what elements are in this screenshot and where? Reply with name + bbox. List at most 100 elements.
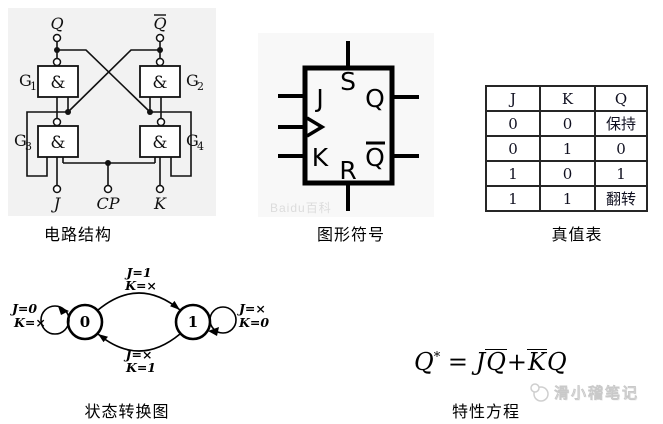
terminal-j bbox=[52, 184, 62, 194]
junction-g1-input bbox=[65, 109, 71, 115]
truth-table-cell: 0 bbox=[485, 110, 541, 137]
cp-input-label: CP bbox=[96, 194, 119, 213]
bubble-g2-out bbox=[155, 57, 165, 67]
symbol-k: K bbox=[312, 143, 329, 172]
symbol-body bbox=[302, 65, 395, 186]
characteristic-equation: Q* = JQ+KQ bbox=[414, 348, 567, 376]
bottom-condition-line1: J=× bbox=[124, 347, 153, 362]
g2-amp: & bbox=[152, 73, 167, 93]
site-watermark-logo-icon bbox=[530, 383, 549, 402]
gate-g1-box bbox=[37, 65, 79, 98]
g4-label: G bbox=[186, 131, 199, 150]
truth-table-header-k: K bbox=[539, 85, 596, 112]
wire-feedback-left bbox=[26, 111, 68, 177]
truth-table-row: 0 1 0 bbox=[485, 135, 648, 162]
arrowhead-self-0 bbox=[58, 306, 69, 315]
self0-condition-line1: J=0 bbox=[10, 301, 37, 316]
equation-caption: 特性方程 bbox=[451, 404, 520, 421]
truth-table-cell: 1 bbox=[594, 160, 648, 187]
bubble-g1-out bbox=[52, 57, 62, 67]
terminal-cp bbox=[103, 184, 113, 194]
truth-table-caption: 真值表 bbox=[551, 227, 603, 244]
circuit-structure-diagram: & & & & G 1 G 2 G 3 G 4 Q Q J CP K bbox=[8, 8, 216, 216]
truth-table-row: 1 0 1 bbox=[485, 160, 648, 187]
terminal-k bbox=[155, 184, 165, 194]
junction-g2-input bbox=[147, 109, 153, 115]
truth-table-cell: 0 bbox=[539, 160, 596, 187]
k-input-label: K bbox=[153, 194, 167, 213]
top-condition-line1: J=1 bbox=[124, 265, 151, 280]
g1-label: G bbox=[19, 71, 32, 90]
self0-condition-line2: K=× bbox=[13, 315, 46, 330]
truth-table-header-q: Q bbox=[594, 85, 648, 112]
g3-amp: & bbox=[50, 133, 65, 153]
eq-lhs: Q bbox=[414, 348, 434, 376]
gate-g3-box bbox=[37, 125, 79, 158]
eq-qbar: Q bbox=[486, 348, 506, 376]
bubble-g4-out bbox=[156, 117, 166, 127]
arrowhead-to-1 bbox=[170, 300, 180, 310]
eq-j: J bbox=[475, 348, 486, 376]
truth-table-cell: 0 bbox=[539, 110, 596, 137]
truth-table-cell: 1 bbox=[539, 135, 596, 162]
g1-amp: & bbox=[50, 73, 65, 93]
truth-table: J K Q 0 0 保持 0 1 0 1 0 1 1 1 翻转 bbox=[485, 85, 648, 212]
eq-plus: + bbox=[506, 348, 527, 376]
state-transition-diagram: 0 1 J=0 K=× J=1 K=× J=× K=1 J=× K=0 bbox=[10, 265, 269, 375]
symbol-caption: 图形符号 bbox=[316, 227, 385, 244]
g2-label: G bbox=[186, 71, 199, 90]
truth-table-cell: 0 bbox=[594, 135, 648, 162]
truth-table-cell: 翻转 bbox=[594, 185, 648, 212]
eq-star: * bbox=[433, 350, 441, 365]
symbol-q: Q bbox=[365, 84, 385, 113]
circuit-caption: 电路结构 bbox=[43, 227, 112, 244]
truth-table-cell: 1 bbox=[485, 185, 541, 212]
arc-1-to-0 bbox=[97, 333, 181, 352]
wire-feedback-right bbox=[150, 111, 192, 177]
g1-label-sub: 1 bbox=[30, 80, 37, 93]
arrowhead-self-1 bbox=[208, 327, 219, 336]
g3-label: G bbox=[14, 131, 27, 150]
state-diagram-caption: 状态转换图 bbox=[84, 404, 170, 421]
truth-table-cell: 1 bbox=[485, 160, 541, 187]
g2-label-sub: 2 bbox=[197, 80, 204, 93]
eq-q2: Q bbox=[546, 348, 567, 376]
wire-qbar-cross bbox=[67, 49, 160, 113]
truth-table-header-j: J bbox=[485, 85, 541, 112]
qbar-output-label: Q bbox=[153, 14, 166, 33]
truth-table-row: 1 1 翻转 bbox=[485, 185, 648, 212]
truth-table-row: 0 0 保持 bbox=[485, 110, 648, 137]
state-1-circle bbox=[174, 303, 212, 341]
site-watermark-text: 滑小稽笔记 bbox=[553, 384, 640, 402]
truth-table-header-row: J K Q bbox=[485, 85, 648, 112]
junction-q bbox=[54, 47, 60, 53]
baidu-watermark: Baidu百科 bbox=[270, 201, 332, 215]
gate-g4-box bbox=[139, 125, 181, 158]
eq-kbar: K bbox=[528, 348, 546, 376]
terminal-qbar bbox=[155, 33, 165, 43]
clock-triangle-icon bbox=[306, 116, 326, 138]
graphic-symbol-diagram: S J K R Q Q bbox=[258, 33, 434, 217]
truth-table-cell: 0 bbox=[485, 135, 541, 162]
truth-table-cell: 保持 bbox=[594, 110, 648, 137]
symbol-r: R bbox=[339, 156, 356, 185]
truth-table-cell: 1 bbox=[539, 185, 596, 212]
junction-cp bbox=[105, 160, 111, 166]
self1-condition-line2: K=0 bbox=[238, 315, 269, 330]
j-input-label: J bbox=[51, 194, 62, 213]
bubble-g3-out bbox=[52, 117, 62, 127]
state-1-label: 1 bbox=[188, 313, 198, 331]
state-0-circle bbox=[66, 303, 104, 341]
state-0-label: 0 bbox=[80, 313, 90, 331]
site-watermark: 滑小稽笔记 bbox=[528, 381, 639, 403]
symbol-s: S bbox=[340, 67, 356, 96]
self1-condition-line1: J=× bbox=[237, 301, 266, 316]
wire-q-cross bbox=[57, 49, 151, 113]
q-output-label: Q bbox=[50, 14, 63, 33]
junction-qbar bbox=[157, 47, 163, 53]
terminal-q bbox=[52, 33, 62, 43]
eq-equals: = bbox=[447, 348, 468, 376]
top-condition-line2: K=× bbox=[124, 278, 157, 293]
bottom-condition-line2: K=1 bbox=[125, 360, 156, 375]
